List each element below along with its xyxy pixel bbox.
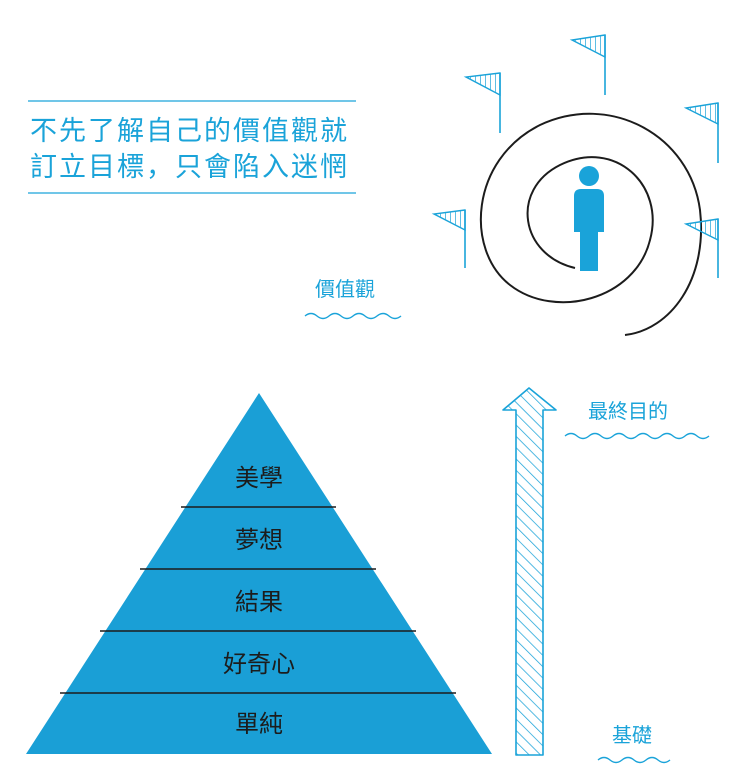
pyramid-body (26, 393, 492, 754)
flag-icon (683, 102, 719, 163)
tier-label-curiosity: 好奇心 (223, 650, 295, 678)
flag-icon (569, 34, 606, 95)
flag-icon (683, 218, 719, 278)
headline-block: 不先了解自己的價值觀就 訂立目標，只會陷入迷惘 (28, 100, 356, 194)
tier-label-aesthetics: 美學 (235, 464, 283, 492)
tier-label-simplicity: 單純 (235, 710, 283, 738)
spiral-group (431, 34, 719, 336)
flag-icon (431, 209, 466, 268)
headline-line-1: 不先了解自己的價值觀就 (30, 116, 349, 147)
wave-decoration (597, 756, 671, 764)
up-arrow-icon (502, 387, 557, 756)
goal-label-group: 最終目的 (564, 399, 710, 440)
person-icon (574, 166, 604, 271)
headline-line-2: 訂立目標，只會陷入迷惘 (30, 152, 349, 183)
flag-icon (463, 72, 501, 133)
foundation-label-group: 基礎 (597, 723, 671, 764)
foundation-label: 基礎 (612, 723, 652, 747)
pyramid: 美學 夢想 結果 好奇心 單純 (26, 393, 492, 754)
values-label: 價值觀 (315, 277, 375, 301)
values-label-group: 價值觀 (304, 277, 402, 320)
spiral-path (479, 112, 703, 336)
goal-label: 最終目的 (588, 399, 668, 423)
tier-label-results: 結果 (235, 588, 283, 616)
tier-label-dreams: 夢想 (235, 526, 283, 554)
wave-decoration (304, 312, 402, 320)
wave-decoration (564, 432, 710, 440)
